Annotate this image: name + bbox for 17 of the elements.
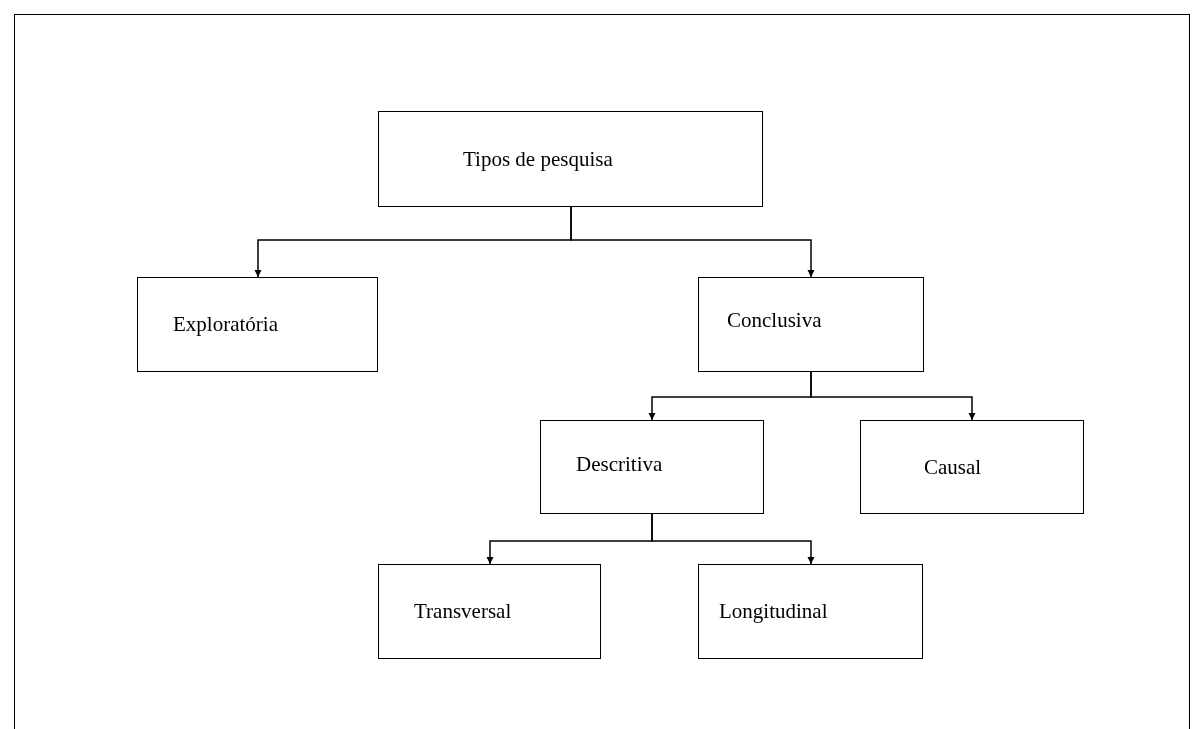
box-label: Conclusiva bbox=[727, 308, 822, 333]
process-box bbox=[698, 277, 924, 372]
arrow bbox=[810, 371, 976, 421]
process-box bbox=[137, 277, 378, 372]
box-label: Longitudinal bbox=[719, 599, 828, 624]
box-label: Tipos de pesquisa bbox=[463, 146, 613, 172]
process-box bbox=[698, 564, 923, 659]
box-label: Exploratória bbox=[173, 312, 278, 337]
process-box bbox=[540, 420, 764, 514]
arrow bbox=[570, 206, 815, 278]
process-box bbox=[378, 111, 763, 207]
arrow bbox=[651, 513, 815, 565]
box-label: Descritiva bbox=[576, 451, 663, 477]
process-box bbox=[860, 420, 1084, 514]
box-label: Causal bbox=[924, 454, 982, 480]
box-label: Transversal bbox=[414, 599, 512, 624]
process-box bbox=[378, 564, 601, 659]
